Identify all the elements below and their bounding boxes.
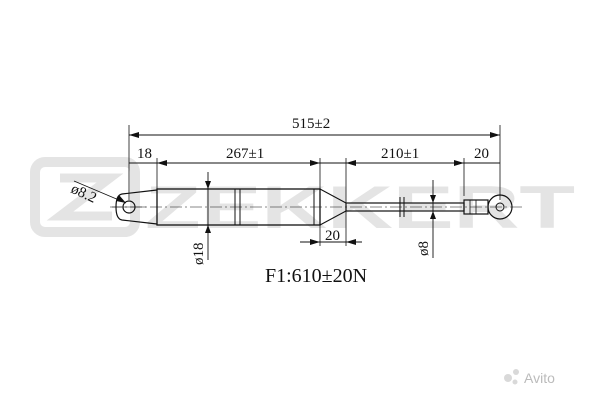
body-tail-dimension — [300, 239, 362, 245]
overall-length-dimension — [129, 132, 500, 138]
brand-watermark-text: ZEKKERT — [145, 174, 575, 241]
rod-diameter-dimension — [430, 180, 436, 258]
overall-length-label: 515±2 — [292, 116, 330, 132]
right-end-label: 20 — [474, 146, 489, 162]
body-diameter-label: ø18 — [191, 243, 207, 266]
avito-badge-text: Avito — [524, 370, 555, 386]
rod-length-label: 210±1 — [381, 146, 419, 162]
segment-dimension-line — [129, 160, 500, 166]
brand-watermark: ZEKKERT — [30, 157, 575, 241]
force-spec: F1:610±20N — [265, 265, 367, 287]
body-diameter-dimension — [205, 172, 211, 260]
rod-diameter-label: ø8 — [416, 241, 432, 256]
body-length-label: 267±1 — [226, 146, 264, 162]
eye-hole-leader — [73, 180, 127, 204]
left-end-label: 18 — [137, 146, 152, 162]
body-tail-label: 20 — [325, 228, 340, 244]
avito-badge: Avito — [504, 369, 555, 386]
